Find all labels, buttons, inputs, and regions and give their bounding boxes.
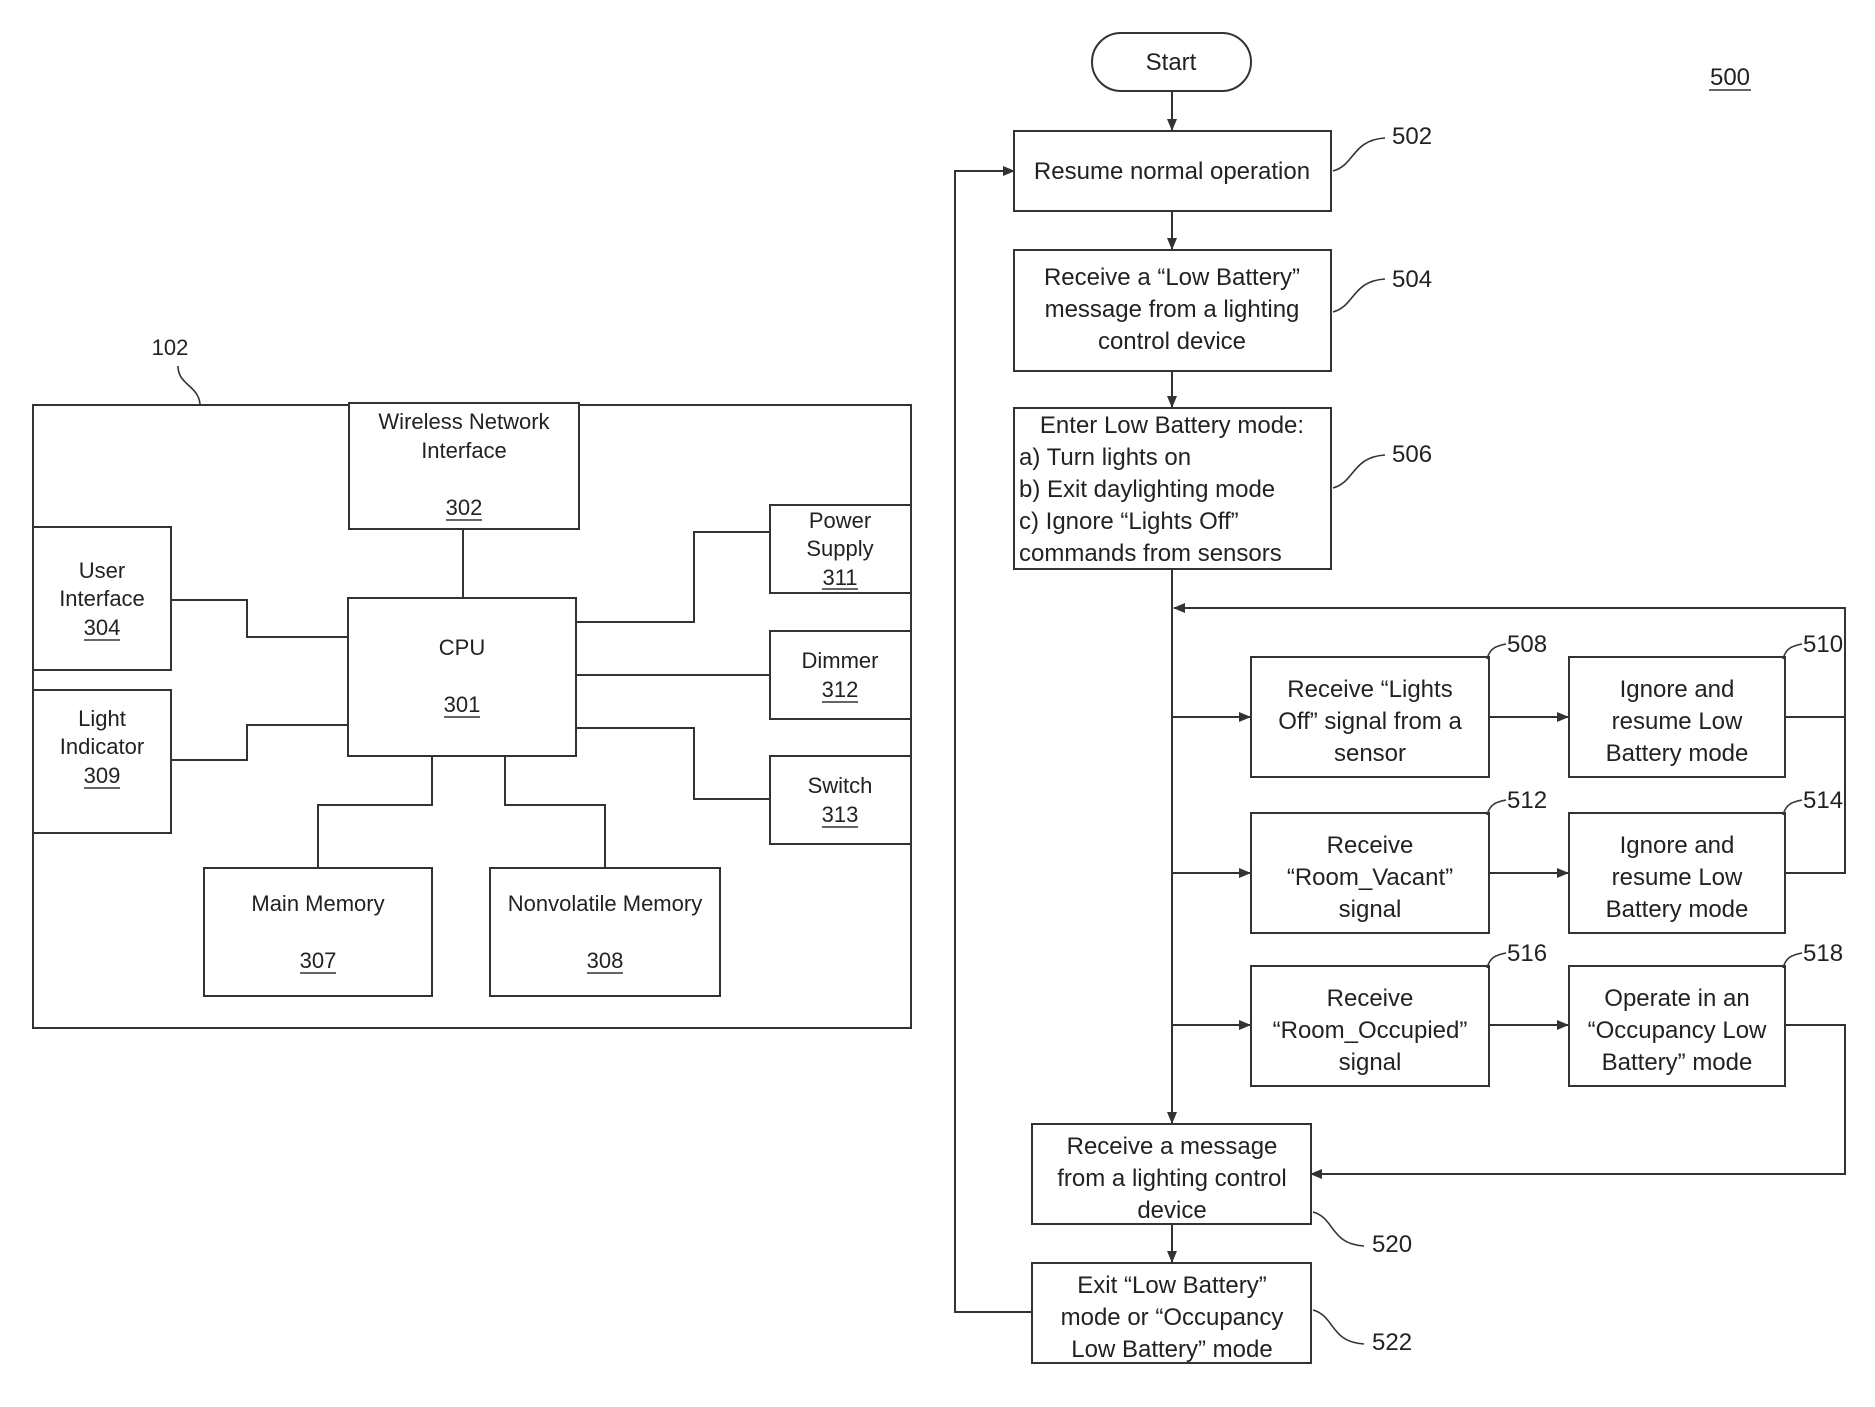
flowchart: 500 Star (955, 33, 1845, 1363)
user-interface-line1: User (79, 558, 125, 583)
power-supply-line2: Supply (806, 536, 873, 561)
step-504-text-line: control device (1098, 328, 1246, 355)
ref-506: 506 (1392, 441, 1432, 468)
step-514-text-line: Battery mode (1606, 896, 1749, 923)
step-506-text-line: b) Exit daylighting mode (1019, 476, 1275, 503)
ref-516: 516 (1507, 940, 1547, 967)
main-memory-ref: 307 (300, 948, 337, 973)
user-interface-ref: 304 (84, 615, 121, 640)
step-512-text-line: Receive (1327, 832, 1414, 859)
wireless-label-line1: Wireless Network (378, 409, 550, 434)
user-interface-block: User Interface 304 (33, 527, 171, 670)
wireless-ref: 302 (446, 495, 483, 520)
user-interface-line2: Interface (59, 586, 145, 611)
switch-label: Switch (808, 773, 873, 798)
step-516-text-line: “Room_Occupied” (1273, 1017, 1468, 1044)
step-522-text-line: mode or “Occupancy (1061, 1304, 1284, 1331)
start-terminator: Start (1092, 33, 1251, 91)
device-ref-label: 102 (152, 335, 189, 360)
step-512-text-line: signal (1339, 896, 1402, 923)
ref-504: 504 (1392, 266, 1432, 293)
cpu-block: CPU 301 (348, 598, 576, 756)
step-518-text-line: Operate in an (1604, 985, 1749, 1012)
step-512-text-line: “Room_Vacant” (1287, 864, 1453, 891)
step-520-text-line: device (1137, 1197, 1206, 1224)
step-508-text-line: sensor (1334, 740, 1406, 767)
main-memory-block: Main Memory 307 (204, 868, 432, 996)
step-texts: Resume normal operationReceive a “Low Ba… (1019, 158, 1767, 1363)
step-506-text-line: a) Turn lights on (1019, 444, 1191, 471)
power-supply-ref: 311 (822, 565, 857, 590)
step-510-text-line: Battery mode (1606, 740, 1749, 767)
wireless-label-line2: Interface (421, 438, 507, 463)
ref-508: 508 (1507, 631, 1547, 658)
ref-510: 510 (1803, 631, 1843, 658)
ref-522: 522 (1372, 1329, 1412, 1356)
nonvolatile-memory-label: Nonvolatile Memory (508, 891, 702, 916)
step-504-text-line: Receive a “Low Battery” (1044, 264, 1300, 291)
step-510-text-line: resume Low (1612, 708, 1743, 735)
ref-512: 512 (1507, 787, 1547, 814)
ref-502: 502 (1392, 123, 1432, 150)
step-502-text-line: Resume normal operation (1034, 158, 1310, 185)
step-506-text-line: c) Ignore “Lights Off” (1019, 508, 1239, 535)
step-518-text-line: Battery” mode (1602, 1049, 1753, 1076)
light-indicator-line2: Indicator (60, 734, 144, 759)
ref-518: 518 (1803, 940, 1843, 967)
switch-ref: 313 (822, 802, 859, 827)
step-522-text-line: Low Battery” mode (1071, 1336, 1272, 1363)
ref-514: 514 (1803, 787, 1843, 814)
dimmer-label: Dimmer (802, 648, 879, 673)
step-508-text-line: Receive “Lights (1287, 676, 1452, 703)
flowchart-ref-label: 500 (1710, 64, 1750, 91)
cpu-ref: 301 (444, 692, 481, 717)
step-516-text-line: signal (1339, 1049, 1402, 1076)
dimmer-block: Dimmer 312 (770, 631, 911, 719)
wireless-network-interface-block: Wireless Network Interface 302 (349, 403, 579, 529)
step-518-text-line: “Occupancy Low (1588, 1017, 1767, 1044)
light-indicator-ref: 309 (84, 763, 121, 788)
step-508-text-line: Off” signal from a (1278, 708, 1462, 735)
light-indicator-line1: Light (78, 706, 126, 731)
step-514-text-line: resume Low (1612, 864, 1743, 891)
dimmer-ref: 312 (822, 677, 859, 702)
switch-block: Switch 313 (770, 756, 911, 844)
step-514-text-line: Ignore and (1620, 832, 1735, 859)
start-label: Start (1146, 49, 1197, 76)
light-indicator-block: Light Indicator 309 (33, 690, 171, 833)
step-516-text-line: Receive (1327, 985, 1414, 1012)
ref-520: 520 (1372, 1231, 1412, 1258)
nonvolatile-memory-ref: 308 (587, 948, 624, 973)
power-supply-line1: Power (809, 508, 871, 533)
nonvolatile-memory-block: Nonvolatile Memory 308 (490, 868, 720, 996)
device-ref-leader (178, 366, 200, 404)
step-506-text-line: commands from sensors (1019, 540, 1282, 567)
step-520-text-line: Receive a message (1067, 1133, 1278, 1160)
step-510-text-line: Ignore and (1620, 676, 1735, 703)
block-diagram: 102 Wireless Network Interface 302 CPU 3… (33, 335, 911, 1028)
step-504-text-line: message from a lighting (1045, 296, 1300, 323)
step-506-text-line: Enter Low Battery mode: (1040, 412, 1304, 439)
step-520-text-line: from a lighting control (1057, 1165, 1286, 1192)
main-memory-label: Main Memory (251, 891, 384, 916)
cpu-label: CPU (439, 635, 485, 660)
power-supply-block: Power Supply 311 (770, 505, 911, 593)
step-522-text-line: Exit “Low Battery” (1077, 1272, 1266, 1299)
